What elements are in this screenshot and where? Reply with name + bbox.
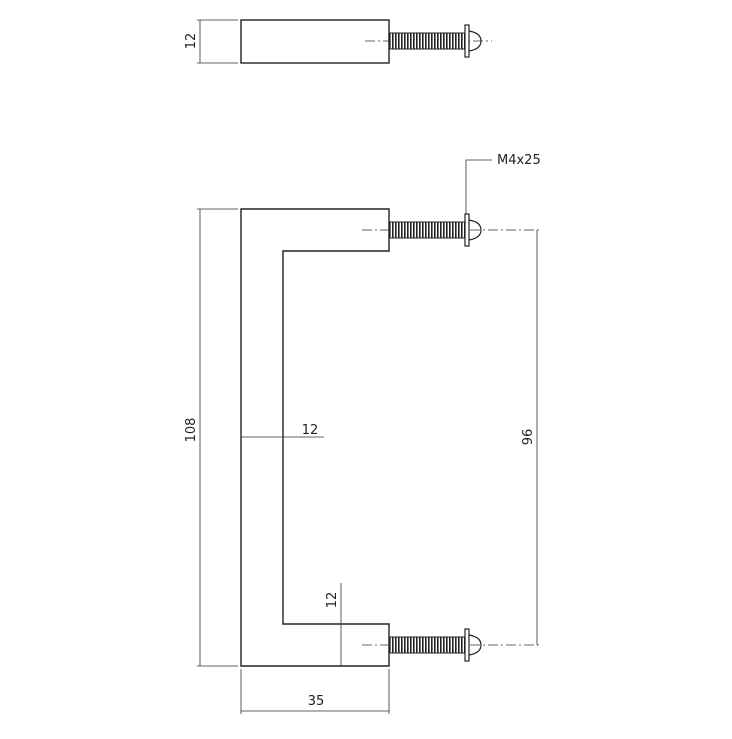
dim-bar-width: 12 (302, 423, 319, 438)
dim-overall-height: 108 (184, 418, 199, 443)
side-view: 12 (184, 19, 492, 64)
side-view-body (240, 19, 390, 64)
screw-icon (388, 628, 482, 662)
screw-icon (388, 24, 482, 58)
front-view: M4x25 108 96 12 12 35 (184, 153, 541, 714)
screw-label: M4x25 (497, 153, 541, 168)
dim-hole-spacing: 96 (521, 429, 536, 446)
screw-icon (388, 213, 482, 247)
leader-line (465, 159, 492, 214)
dim-side-thickness: 12 (184, 33, 199, 50)
dim-depth: 35 (308, 694, 325, 709)
dim-bar-thickness: 12 (325, 592, 340, 609)
